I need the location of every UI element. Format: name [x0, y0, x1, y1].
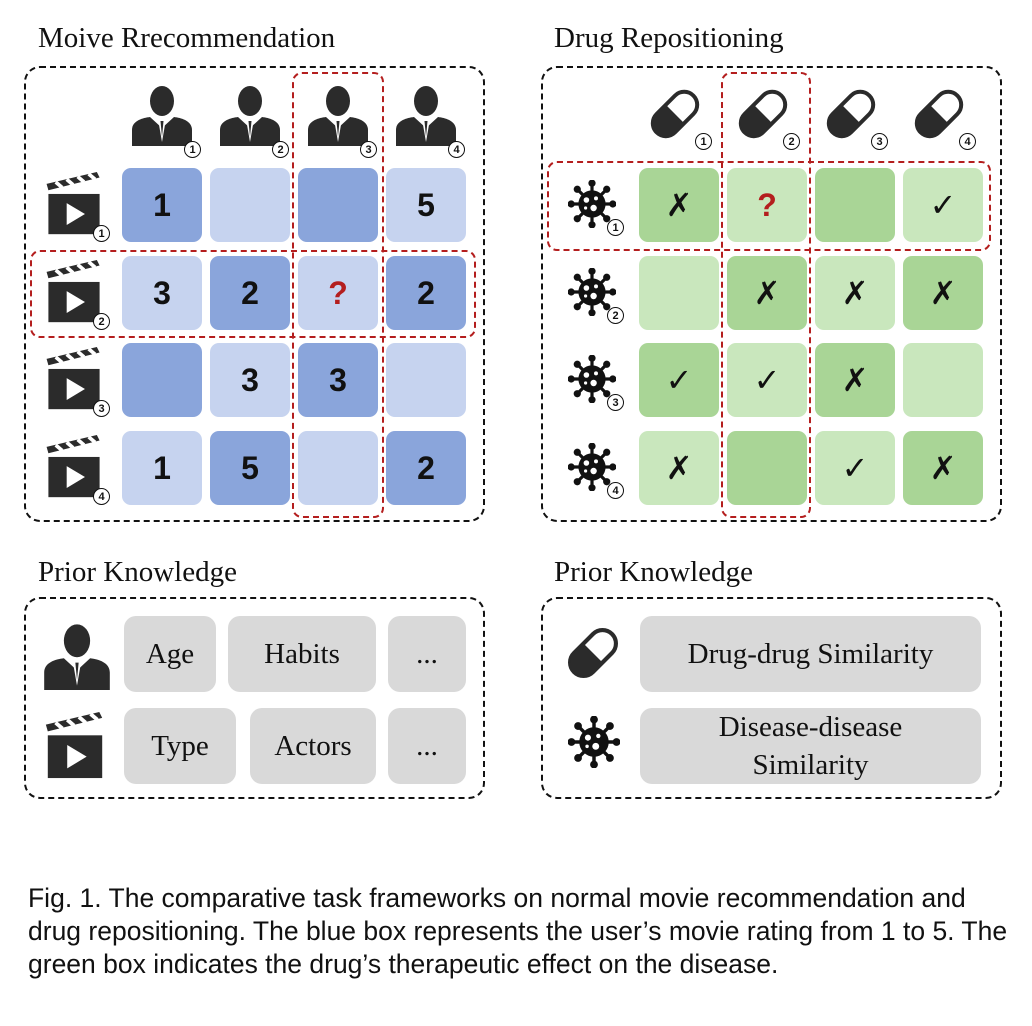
movie-number-badge: 1	[93, 225, 110, 242]
pill-drug-similarity: Drug-drug Similarity	[640, 616, 981, 692]
capsule-icon	[562, 622, 624, 689]
disease-number-badge: 3	[607, 394, 624, 411]
rating-cell: 2	[386, 431, 466, 505]
effect-cell: ✗	[727, 256, 807, 330]
clapperboard-icon	[46, 260, 102, 329]
rating-cell: 1	[122, 168, 202, 242]
effect-cell	[727, 431, 807, 505]
effect-cell: ✓	[727, 343, 807, 417]
movie-recommendation-title: Moive Rrecommendation	[38, 22, 336, 54]
prior-knowledge-title-left: Prior Knowledge	[38, 556, 237, 588]
rating-cell: ?	[298, 256, 378, 330]
capsule-icon	[733, 84, 793, 149]
disease-number-badge: 2	[607, 307, 624, 324]
drug-panel	[541, 66, 1002, 522]
effect-cell: ✗	[903, 256, 983, 330]
movie-number-badge: 2	[93, 313, 110, 330]
drug-column-highlight	[721, 72, 811, 518]
effect-cell: ✗	[815, 256, 895, 330]
user-icon	[394, 82, 458, 151]
effect-cell: ✗	[903, 431, 983, 505]
user-icon	[130, 82, 194, 151]
drug-repositioning-title: Drug Repositioning	[554, 22, 784, 54]
disease-similarity-line2: Similarity	[752, 749, 869, 781]
rating-cell: 2	[210, 256, 290, 330]
movie-panel	[24, 66, 485, 522]
pill-actors: Actors	[250, 708, 376, 784]
virus-icon	[567, 715, 621, 773]
effect-cell: ✓	[815, 431, 895, 505]
capsule-icon	[909, 84, 969, 149]
disease-number-badge: 1	[607, 219, 624, 236]
effect-cell	[903, 343, 983, 417]
effect-cell: ✗	[639, 168, 719, 242]
drug-number-badge: 1	[695, 133, 712, 150]
movie-number-badge: 3	[93, 400, 110, 417]
user-number-badge: 3	[360, 141, 377, 158]
effect-cell: ✓	[639, 343, 719, 417]
clapperboard-icon	[46, 347, 102, 416]
user-icon	[306, 82, 370, 151]
drug-number-badge: 2	[783, 133, 800, 150]
effect-cell: ✗	[815, 343, 895, 417]
pill-disease-similarity: Disease-disease Similarity	[640, 708, 981, 784]
capsule-icon	[645, 84, 705, 149]
rating-cell: 5	[210, 431, 290, 505]
prior-knowledge-title-right: Prior Knowledge	[554, 556, 753, 588]
effect-cell	[639, 256, 719, 330]
capsule-icon	[821, 84, 881, 149]
disease-similarity-line1: Disease-disease	[718, 711, 903, 743]
effect-cell: ✗	[639, 431, 719, 505]
prior-panel-right	[541, 597, 1002, 799]
user-number-badge: 4	[448, 141, 465, 158]
drug-number-badge: 4	[959, 133, 976, 150]
pill-more-movie: ...	[388, 708, 466, 784]
clapperboard-icon	[45, 712, 105, 785]
rating-cell	[386, 343, 466, 417]
pill-age: Age	[124, 616, 216, 692]
pill-more-user: ...	[388, 616, 466, 692]
movie-row-highlight	[30, 250, 476, 338]
prior-panel-left	[24, 597, 485, 799]
effect-cell: ?	[727, 168, 807, 242]
drug-number-badge: 3	[871, 133, 888, 150]
clapperboard-icon	[46, 435, 102, 504]
movie-number-badge: 4	[93, 488, 110, 505]
effect-cell: ✓	[903, 168, 983, 242]
rating-cell: 5	[386, 168, 466, 242]
rating-cell: 3	[210, 343, 290, 417]
pill-type: Type	[124, 708, 236, 784]
rating-cell	[122, 343, 202, 417]
movie-column-highlight	[292, 72, 384, 518]
rating-cell	[298, 168, 378, 242]
clapperboard-icon	[46, 172, 102, 241]
rating-cell: 3	[122, 256, 202, 330]
virus-icon	[567, 179, 617, 233]
pill-habits: Habits	[228, 616, 376, 692]
rating-cell	[298, 431, 378, 505]
rating-cell: 3	[298, 343, 378, 417]
rating-cell: 2	[386, 256, 466, 330]
disease-number-badge: 4	[607, 482, 624, 499]
effect-cell	[815, 168, 895, 242]
rating-cell: 1	[122, 431, 202, 505]
rating-cell	[210, 168, 290, 242]
virus-icon	[567, 267, 617, 321]
user-number-badge: 2	[272, 141, 289, 158]
user-number-badge: 1	[184, 141, 201, 158]
virus-icon	[567, 354, 617, 408]
user-icon	[218, 82, 282, 151]
drug-row-highlight	[547, 161, 991, 251]
figure-caption: Fig. 1. The comparative task frameworks …	[28, 883, 1008, 979]
user-icon	[42, 620, 112, 695]
